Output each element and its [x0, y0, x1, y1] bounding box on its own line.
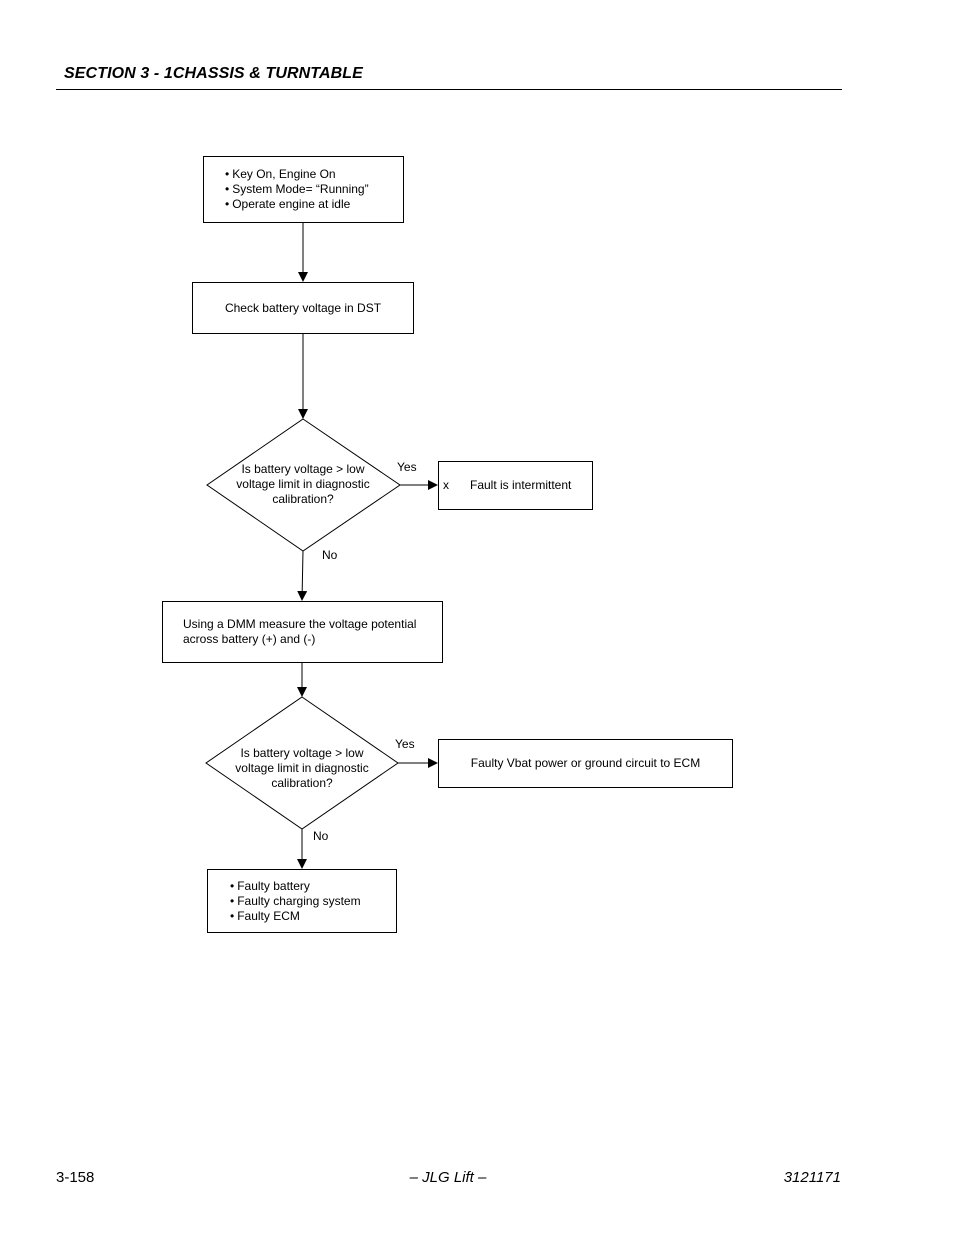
decision1-yes-label: Yes: [397, 460, 417, 474]
section-title: SECTION 3 - 1CHASSIS & TURNTABLE: [64, 65, 363, 82]
faulty-item: Faulty battery: [230, 879, 396, 894]
dmm-line-1: Using a DMM measure the voltage potentia…: [183, 617, 417, 631]
decision2-no-label: No: [313, 829, 329, 843]
start-item: Key On, Engine On: [225, 167, 403, 182]
vbat-fault-text: Faulty Vbat power or ground circuit to E…: [470, 756, 701, 770]
vbat-fault-box: Faulty Vbat power or ground circuit to E…: [438, 739, 733, 788]
check-dst-box: Check battery voltage in DST: [192, 282, 414, 334]
footer-brand: – JLG Lift –: [409, 1169, 487, 1186]
decision2-text: Is battery voltage > low voltage limit i…: [235, 746, 369, 790]
header-divider: [56, 89, 842, 90]
dmm-line-2: across battery (+) and (-): [183, 632, 316, 646]
decision2-yes-label: Yes: [395, 737, 415, 751]
dmm-measure-box: Using a DMM measure the voltage potentia…: [162, 601, 443, 663]
fault-intermittent-box: x Fault is intermittent: [438, 461, 593, 510]
doc-number: 3121171: [783, 1169, 841, 1186]
start-conditions-box: Key On, Engine On System Mode= “Running”…: [203, 156, 404, 223]
page-number: 3-158: [56, 1169, 95, 1186]
start-item: Operate engine at idle: [225, 197, 403, 212]
decision1-text: Is battery voltage > low voltage limit i…: [236, 462, 370, 506]
faulty-components-box: Faulty battery Faulty charging system Fa…: [207, 869, 397, 933]
fault-intermittent-text: Fault is intermittent: [470, 478, 572, 492]
arrow-decision1-no: [297, 550, 308, 601]
intermittent-marker: x: [443, 478, 449, 492]
decision1-no-label: No: [322, 548, 338, 562]
faulty-item: Faulty ECM: [230, 909, 396, 924]
faulty-item: Faulty charging system: [230, 894, 396, 909]
start-item: System Mode= “Running”: [225, 182, 403, 197]
check-dst-text: Check battery voltage in DST: [224, 300, 382, 315]
